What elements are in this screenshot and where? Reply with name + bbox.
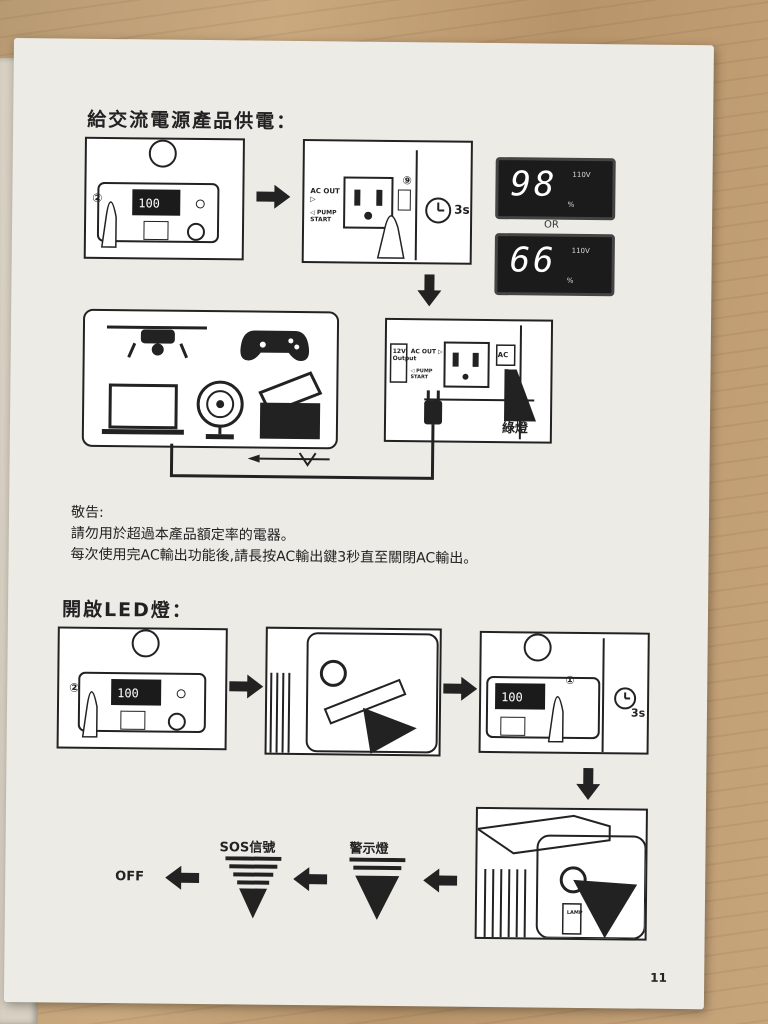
display-volt: 110V [571, 246, 590, 256]
display-volt: 110V [572, 170, 591, 180]
power-cable [169, 390, 443, 480]
lamp-on-illustration [475, 814, 647, 940]
section-title-ac: 給交流電源產品供電： [87, 108, 298, 133]
lamp-side-illustration [269, 632, 439, 754]
or-label: OR [544, 219, 559, 231]
ac-out-label: AC OUT ▷ [410, 348, 443, 356]
warning-light-icon [349, 857, 406, 920]
warning-notice: 敬告: 請勿用於超過本產品額定率的電器。 每次使用完AC輸出功能後,請長按AC輸… [70, 503, 478, 570]
sos-signal-icon [225, 856, 282, 919]
left-arrow-icon [165, 865, 200, 890]
display-value: 66 [509, 240, 557, 281]
sos-signal-label: SOS信號 [219, 840, 276, 856]
panel-power-button: 100 ② [83, 136, 245, 261]
display-66-percent: 66 110V % [494, 233, 615, 297]
page-number: 11 [650, 970, 667, 985]
svg-text:100: 100 [117, 686, 139, 700]
down-arrow-icon [417, 274, 442, 307]
left-arrow-icon [423, 868, 458, 893]
manual-page: 給交流電源產品供電： 100 ② A [3, 38, 714, 1010]
control-panel-illustration: 100 [485, 633, 637, 753]
panel-lamp-side [264, 626, 442, 757]
light-beam [363, 707, 417, 754]
ac-outlet-illustration [343, 150, 452, 261]
control-panel-illustration: 100 [77, 629, 207, 738]
drone-icon [106, 325, 207, 359]
hold-time-3s: 3s [454, 202, 470, 217]
panel-ac-button: AC OUT ▷ ◁ PUMP START ⑨ 3s [301, 139, 473, 265]
right-arrow-icon [443, 676, 478, 701]
display-unit: % [566, 276, 574, 285]
display-98-percent: 98 110V % [495, 157, 616, 221]
svg-text:100: 100 [138, 196, 160, 210]
svg-text:100: 100 [501, 690, 523, 704]
hold-time-3s: 3s [630, 706, 646, 720]
ac-output-illustration [389, 325, 537, 440]
section-title-led: 開啟LED燈： [61, 598, 193, 622]
down-arrow-icon [576, 768, 601, 801]
left-arrow-icon [293, 867, 328, 892]
step-marker-2: ② [92, 190, 103, 205]
plug-icon [424, 400, 443, 425]
warning-line-2: 每次使用完AC輸出功能後,請長按AC輸出鍵3秒直至關閉AC輸出。 [70, 546, 478, 567]
devices-illustration [101, 325, 323, 440]
cooler-icon [258, 371, 323, 440]
pump-start-label: ◁ PUMP START [310, 209, 337, 224]
off-label: OFF [115, 869, 145, 885]
ac-out-label: AC OUT ▷ [310, 187, 340, 204]
step-marker-9: ⑨ [402, 174, 412, 188]
lamp-label: LAMP [566, 909, 583, 917]
panel-devices [81, 308, 340, 450]
right-arrow-icon [256, 184, 291, 209]
fan-icon [196, 380, 244, 440]
panel-ac-output-plug: 12V Output AC OUT ▷ ◁ PUMP START AC [383, 317, 554, 444]
gamepad-icon [240, 330, 310, 362]
green-light-label: 綠燈 [501, 421, 529, 437]
output-12v-label: 12V Output [392, 347, 417, 363]
control-panel-illustration: 100 [96, 139, 220, 248]
display-value: 98 [510, 164, 558, 205]
display-unit: % [567, 200, 575, 209]
step-marker-1: ① [565, 673, 575, 687]
panel-lamp-on: LAMP [474, 806, 648, 941]
pump-start-label: ◁ PUMP START [410, 368, 433, 381]
laptop-icon [101, 383, 184, 435]
right-arrow-icon [229, 674, 264, 699]
panel-led-power: 100 ② [56, 626, 228, 751]
ac-button-label: AC [497, 351, 509, 360]
warning-light-label: 警示燈 [349, 841, 389, 857]
step-marker-2: ② [69, 680, 80, 695]
light-beam [573, 879, 638, 939]
panel-led-button: 100 ① 3s [478, 630, 650, 755]
lightning-arrow-icon [247, 452, 330, 467]
